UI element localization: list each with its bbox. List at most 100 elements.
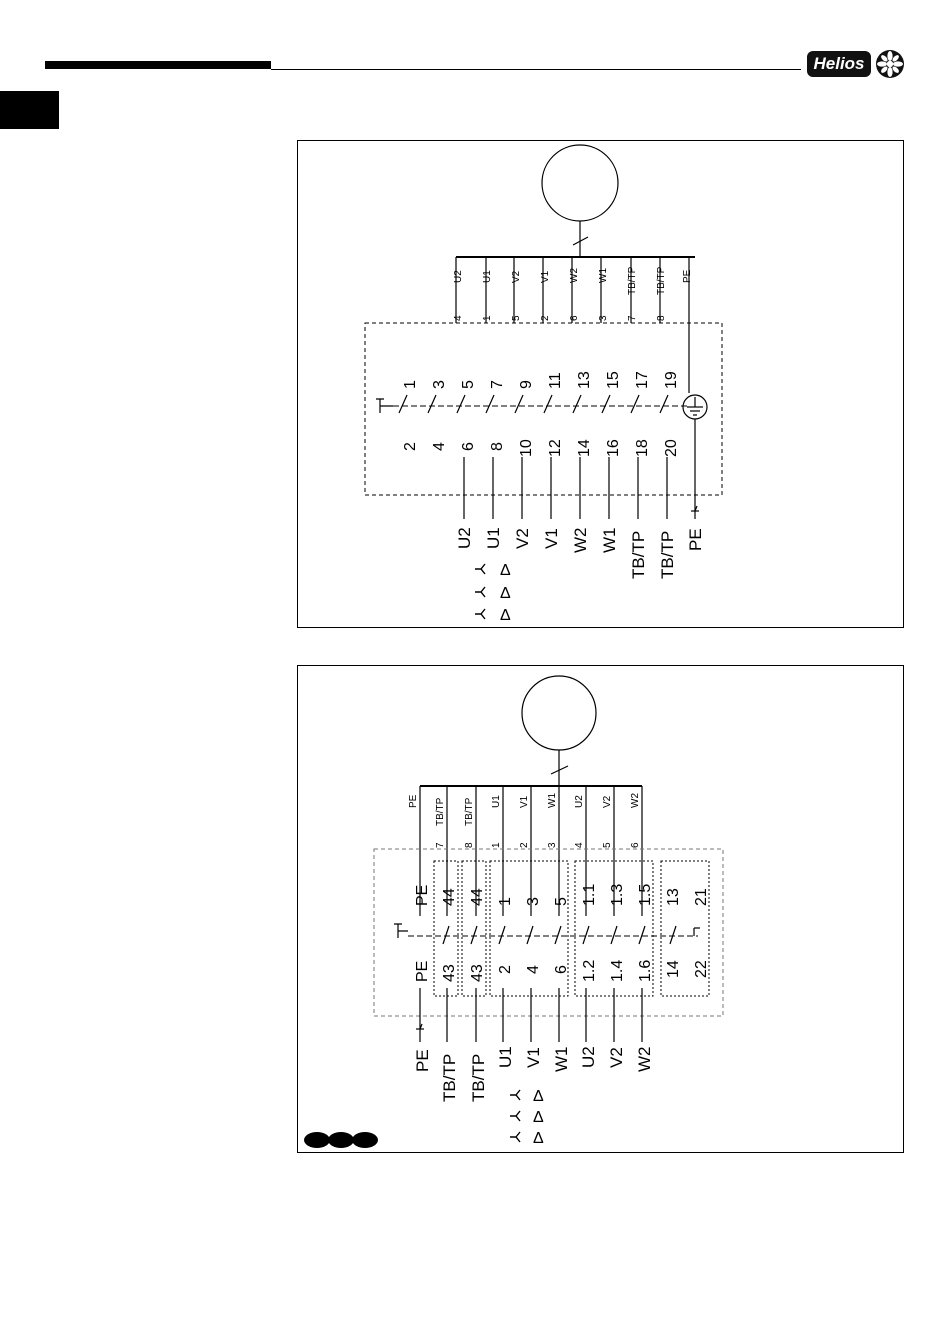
bottom-label: W1 <box>552 1047 571 1073</box>
wire-number: 4 <box>574 842 585 848</box>
bottom-label: V1 <box>542 528 561 549</box>
model-badges <box>304 1132 378 1148</box>
terminal-number: 1.1 <box>581 884 598 906</box>
terminal-number: 13 <box>665 888 682 906</box>
terminal-number: 2 <box>402 442 419 451</box>
wiring-diagram-a: U2 U1 V2 V1 W2 W1 TB/TP TB/TP PE 4 1 5 2… <box>297 140 904 628</box>
terminal-number: 19 <box>663 371 680 389</box>
upper-terminal-numbers: 1 3 5 7 9 11 13 15 17 19 <box>402 371 680 389</box>
bottom-label: W1 <box>600 528 619 554</box>
terminal-number: 14 <box>665 960 682 978</box>
wire-number: 7 <box>435 842 446 848</box>
wire-numbers: 4 1 5 2 6 3 7 8 <box>453 315 667 321</box>
pole-contacts <box>399 395 668 413</box>
header-rule-thin <box>271 69 801 70</box>
wire-number: 2 <box>540 315 551 321</box>
top-label: U2 <box>574 795 585 808</box>
terminal-number: 18 <box>634 439 651 457</box>
bottom-labels: U2 U1 V2 V1 W2 W1 TB/TP TB/TP PE <box>455 527 705 579</box>
terminal-number: 21 <box>693 888 710 906</box>
top-label: TB/TP <box>627 266 638 295</box>
terminal-number: 15 <box>605 371 622 389</box>
top-label: W2 <box>569 268 580 283</box>
switch-actuator <box>376 399 393 413</box>
bottom-label: W2 <box>571 528 590 554</box>
switch-actuator <box>394 924 408 938</box>
wire-number: 4 <box>453 315 464 321</box>
top-label: V1 <box>519 795 530 808</box>
terminal-number: 13 <box>576 371 593 389</box>
wire-number: 3 <box>598 315 609 321</box>
delta-symbol: Δ <box>500 562 511 579</box>
top-label: W2 <box>630 793 641 808</box>
top-cable-labels: U2 U1 V2 V1 W2 W1 TB/TP TB/TP PE <box>453 266 693 295</box>
terminal-number: 9 <box>518 380 535 389</box>
bottom-label: V2 <box>607 1047 626 1068</box>
terminal-number: 10 <box>518 439 535 457</box>
logo-wordmark: Helios <box>807 51 871 77</box>
bottom-label: TB/TP <box>629 531 648 579</box>
connection-symbols: Δ Δ Δ <box>510 1088 544 1147</box>
wire-number: 5 <box>602 842 613 848</box>
lower-terminal-numbers: 2 4 6 8 10 12 14 16 18 20 <box>402 439 680 457</box>
terminal-number: 6 <box>553 965 570 974</box>
terminal-number: 2 <box>497 965 514 974</box>
wire-number: 8 <box>656 315 667 321</box>
terminal-number: 1 <box>402 380 419 389</box>
output-wires <box>464 457 667 519</box>
top-label: U1 <box>491 795 502 808</box>
delta-symbol: Δ <box>533 1088 544 1105</box>
terminal-number: 44 <box>441 888 458 906</box>
main-block <box>490 861 568 996</box>
wire-number: 1 <box>491 842 502 848</box>
wire-number: 3 <box>547 842 558 848</box>
terminal-number: 1 <box>497 897 514 906</box>
bottom-label: PE <box>413 1049 432 1072</box>
delta-symbol: Δ <box>533 1130 544 1147</box>
terminal-number: 6 <box>460 442 477 451</box>
bottom-label: PE <box>686 528 705 551</box>
wire-number: 6 <box>569 315 580 321</box>
terminal-number: 1.6 <box>637 960 654 982</box>
fan-icon <box>875 49 905 79</box>
bottom-label: W2 <box>635 1047 654 1073</box>
terminal-number: 11 <box>547 372 564 389</box>
wire-numbers: 7 8 1 2 3 4 5 6 <box>435 842 641 848</box>
top-label: V1 <box>540 270 551 283</box>
bottom-label: TB/TP <box>658 531 677 579</box>
wire-number: 1 <box>482 315 493 321</box>
top-cable-labels: PE TB/TP TB/TP U1 V1 W1 U2 V2 W2 <box>408 793 641 826</box>
wire-number: 7 <box>627 315 638 321</box>
terminal-number: 5 <box>460 380 477 389</box>
header-rule-thick <box>45 61 271 69</box>
delta-symbol: Δ <box>533 1109 544 1126</box>
bottom-label: V2 <box>513 528 532 549</box>
top-label: V2 <box>511 270 522 283</box>
motor-circle <box>542 145 618 221</box>
bottom-label: TB/TP <box>469 1054 488 1102</box>
terminal-number: 4 <box>431 442 448 451</box>
switch-housing <box>365 323 722 495</box>
terminal-number: 14 <box>576 439 593 457</box>
terminal-number: PE <box>414 961 431 982</box>
terminal-number: 1.2 <box>581 960 598 982</box>
terminal-number: 43 <box>441 964 458 982</box>
bottom-label: U2 <box>579 1046 598 1068</box>
top-label: U2 <box>453 270 464 283</box>
terminal-number: 8 <box>489 442 506 451</box>
wire-number: 2 <box>519 842 530 848</box>
top-label: PE <box>408 794 419 808</box>
switch-housing <box>374 849 723 1016</box>
wire-number: 5 <box>511 315 522 321</box>
terminal-number: 3 <box>525 897 542 906</box>
top-label: W1 <box>547 793 558 808</box>
terminal-number: 44 <box>469 888 486 906</box>
wiring-diagram-b: PE TB/TP TB/TP U1 V1 W1 U2 V2 W2 7 8 1 2… <box>297 665 904 1153</box>
terminal-number: 17 <box>634 371 651 389</box>
wire-number: 6 <box>630 842 641 848</box>
diagram-a-drawing: U2 U1 V2 V1 W2 W1 TB/TP TB/TP PE 4 1 5 2… <box>298 141 903 627</box>
terminal-number: 1.4 <box>609 960 626 982</box>
top-label: U1 <box>482 270 493 283</box>
top-label: TB/TP <box>435 797 446 826</box>
terminal-number: 43 <box>469 964 486 982</box>
